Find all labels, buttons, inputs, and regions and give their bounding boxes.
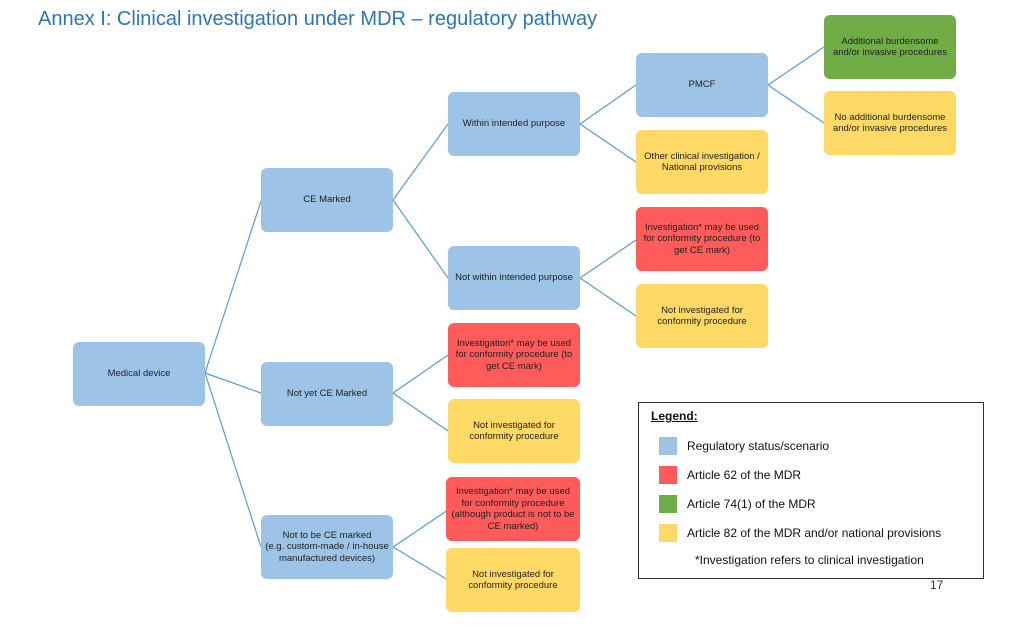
connector — [204, 372, 262, 394]
connector — [392, 392, 449, 432]
legend-swatch-blue — [659, 437, 677, 455]
legend-item: Regulatory status/scenario — [659, 436, 829, 456]
legend-item: Article 74(1) of the MDR — [659, 494, 816, 514]
connector — [579, 84, 637, 125]
legend-item: Article 62 of the MDR — [659, 465, 801, 485]
legend-label: Article 82 of the MDR and/or national pr… — [687, 526, 942, 540]
node-medical-device: Medical device — [73, 342, 205, 406]
node-other-clinical-investigation: Other clinical investigation / National … — [636, 130, 768, 194]
legend-label: Article 74(1) of the MDR — [687, 497, 816, 511]
node-no-additional-burdensome: No additional burdensome and/or invasive… — [824, 91, 956, 155]
node-not-within-intended-purpose: Not within intended purpose — [448, 246, 580, 310]
node-within-intended-purpose: Within intended purpose — [448, 92, 580, 156]
node-nyc-not-investigated: Not investigated for conformity procedur… — [448, 399, 580, 463]
connector — [204, 200, 262, 374]
connector — [392, 354, 449, 394]
page-title: Annex I: Clinical investigation under MD… — [38, 8, 598, 30]
connector — [579, 123, 637, 163]
legend-swatch-red — [659, 466, 677, 484]
connector — [767, 84, 825, 124]
connector — [767, 46, 825, 86]
legend-swatch-green — [659, 495, 677, 513]
node-ce-marked: CE Marked — [261, 168, 393, 232]
legend-title: Legend: — [651, 409, 698, 423]
connector — [392, 123, 449, 201]
node-additional-burdensome: Additional burdensome and/or invasive pr… — [824, 15, 956, 79]
legend-note: *Investigation refers to clinical invest… — [695, 553, 924, 567]
legend-label: Regulatory status/scenario — [687, 439, 830, 453]
connector — [579, 277, 637, 317]
legend-swatch-yellow — [659, 524, 677, 542]
node-pmcf: PMCF — [636, 53, 768, 117]
connector — [579, 239, 637, 279]
legend-box: Legend: Regulatory status/scenario Artic… — [638, 402, 984, 579]
page-number: 17 — [930, 578, 944, 592]
connector — [392, 546, 449, 581]
node-not-yet-ce-marked: Not yet CE Marked — [261, 362, 393, 426]
node-nwp-investigation: Investigation* may be used for conformit… — [636, 207, 768, 271]
connector — [392, 199, 449, 279]
node-ntb-investigation: Investigation* may be used for conformit… — [446, 477, 580, 541]
node-nyc-investigation: Investigation* may be used for conformit… — [448, 323, 580, 387]
connector — [204, 372, 262, 548]
legend-item: Article 82 of the MDR and/or national pr… — [659, 523, 941, 543]
node-ntb-not-investigated: Not investigated for conformity procedur… — [446, 548, 580, 612]
legend-label: Article 62 of the MDR — [687, 468, 802, 482]
node-not-to-be-ce-marked: Not to be CE marked (e.g. custom-made / … — [261, 515, 393, 579]
connector — [392, 509, 449, 548]
node-nwp-not-investigated: Not investigated for conformity procedur… — [636, 284, 768, 348]
